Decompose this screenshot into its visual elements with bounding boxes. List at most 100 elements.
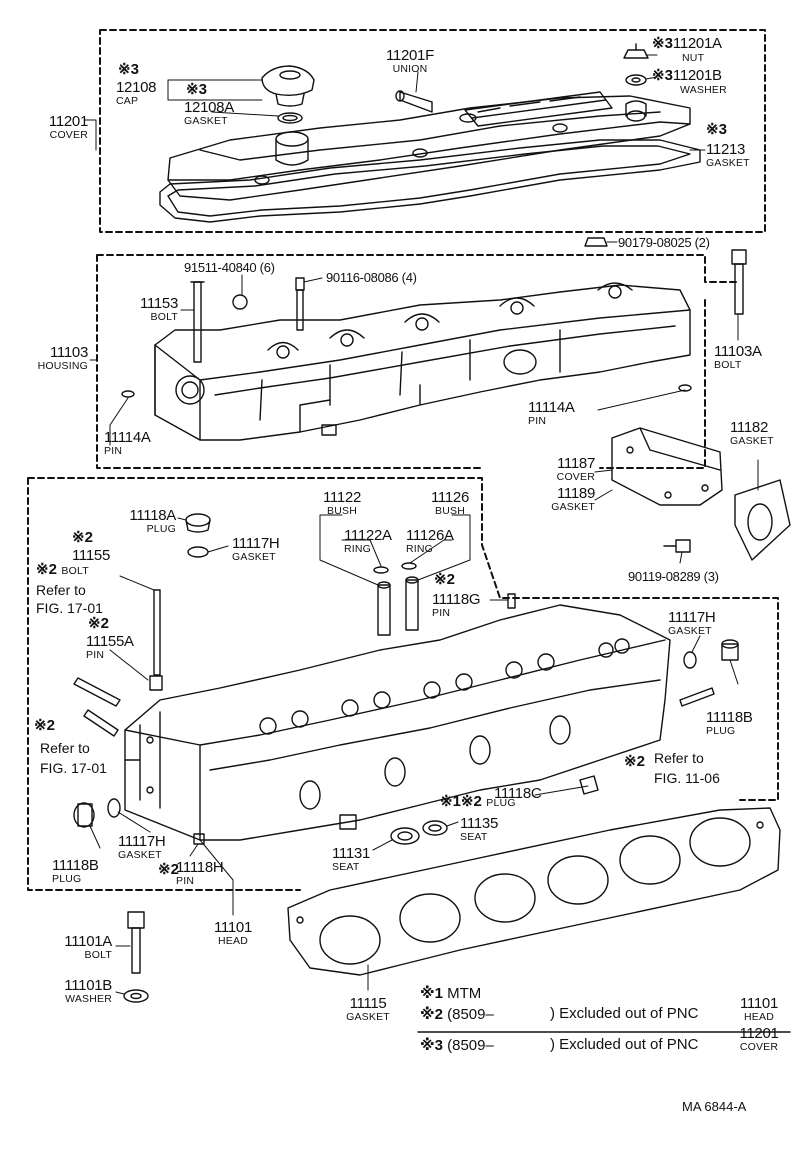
label-91511: 91511-40840 (6)	[184, 260, 275, 275]
head-group-outline	[27, 477, 779, 891]
label-11155A: 11155A PIN	[86, 633, 134, 661]
plug-11118A	[185, 513, 211, 533]
cap-gasket	[277, 112, 303, 124]
label-11126A: 11126A RING	[406, 527, 454, 555]
pin-11114A-right	[678, 384, 692, 392]
label-11118B-left: 11118B PLUG	[52, 857, 99, 885]
label-11118G-mark: ※2	[434, 571, 455, 588]
ref-fig1106: Refer to FIG. 11-06	[654, 750, 720, 786]
cover-group-outline	[99, 29, 766, 233]
note-3: ※3 (8509–	[420, 1037, 494, 1054]
label-11118H-mark: ※2	[158, 861, 179, 878]
note-2: ※2 (8509–	[420, 1006, 494, 1023]
label-90116: 90116-08086 (4)	[326, 270, 417, 285]
label-11118B-right: 11118B PLUG	[706, 709, 753, 737]
gasket-11117H-top	[187, 546, 209, 558]
note-1: ※1 MTM	[420, 985, 482, 1002]
housing-nut-90179	[584, 237, 608, 247]
note-2-tail: ) Excluded out of PNC	[550, 1005, 699, 1022]
bolt-90119	[663, 539, 691, 553]
gasket-11117H-right	[683, 651, 697, 669]
label-11155-bolt: ※2 BOLT	[36, 561, 89, 578]
label-11201A: ※311201A NUT	[652, 35, 722, 64]
head-bolt-11101A	[127, 911, 145, 974]
housing-bolt-11103A	[731, 249, 747, 315]
label-11114A-right: 11114A PIN	[528, 399, 575, 427]
label-11135: 11135 SEAT	[460, 815, 498, 843]
oil-filler-cap	[261, 65, 315, 107]
label-11126: 11126 BUSH	[431, 489, 469, 517]
label-12108-mark: ※3	[118, 61, 139, 78]
ring-11126A	[401, 562, 417, 570]
seat-11135	[422, 820, 448, 836]
label-11118H: 11118H PIN	[176, 859, 224, 887]
label-11117H-top: 11117H GASKET	[232, 535, 280, 563]
label-11101: 11101 HEAD	[214, 919, 252, 947]
ring-11122A	[373, 566, 389, 574]
label-11155: 11155	[72, 547, 110, 564]
housing-bolt-11153	[190, 281, 205, 363]
label-11131: 11131 SEAT	[332, 845, 370, 873]
bolt-11155	[153, 589, 161, 676]
label-11118C-marks: ※1※2 PLUG	[440, 793, 516, 810]
pin-11118G	[507, 593, 516, 609]
label-11201: 11201 COVER	[48, 113, 88, 141]
bush-11122	[377, 581, 391, 636]
label-11201B: ※311201B WASHER	[652, 67, 727, 96]
ref-fig1701-lower: Refer to FIG. 17-01	[40, 740, 107, 776]
label-11117H-left: 11117H GASKET	[118, 833, 166, 861]
label-11122: 11122 BUSH	[323, 489, 361, 517]
cylinder-head-cover	[159, 90, 701, 223]
note-2-pnc: 11101 HEAD	[740, 995, 778, 1023]
diagram-code: MA 6844-A	[682, 1099, 747, 1114]
gasket-11117H-left	[107, 798, 121, 818]
note-3-pnc: 11201 COVER	[739, 1025, 779, 1053]
label-11117H-right: 11117H GASKET	[668, 609, 716, 637]
label-11153: 11153 BOLT	[140, 295, 178, 323]
stud-right	[679, 687, 715, 707]
label-12108A: 12108A GASKET	[184, 99, 234, 127]
seat-11131	[390, 827, 420, 845]
stud-left-lower	[83, 709, 119, 737]
leader-lines	[83, 54, 759, 995]
label-11187: 11187 COVER	[556, 455, 596, 483]
plug-11118B-right	[721, 639, 739, 661]
label-11213-mark: ※3	[706, 121, 727, 138]
note-3-tail: ) Excluded out of PNC	[550, 1036, 699, 1053]
label-11118C: 11118C	[494, 785, 542, 802]
ref-fig1701-upper: Refer to FIG. 17-01	[36, 582, 103, 616]
label-11103: 11103 HOUSING	[37, 344, 89, 372]
label-11118G: 11118G PIN	[432, 591, 481, 619]
label-11101A: 11101A BOLT	[64, 933, 112, 961]
rear-cover-11187	[611, 427, 723, 506]
marker-b	[232, 294, 248, 310]
label-90119: 90119-08289 (3)	[628, 569, 719, 584]
stud-left-upper	[73, 677, 121, 707]
camshaft-housing	[154, 282, 691, 441]
label-11155-mark: ※2	[72, 529, 93, 546]
pin-11155A	[149, 675, 163, 691]
gasket-11182	[734, 479, 791, 561]
label-11155A-mark: ※2	[88, 615, 109, 632]
pin-11118H	[193, 833, 205, 845]
head-gasket-11115	[287, 807, 781, 976]
label-11103A: 11103A BOLT	[714, 343, 762, 371]
label-11201F: 11201F UNION	[386, 47, 434, 75]
label-11114A-left: 11114A PIN	[104, 429, 151, 457]
label-11115: 11115 GASKET	[346, 995, 390, 1023]
label-stud-mark-left: ※2	[34, 717, 55, 734]
label-11182: 11182 GASKET	[730, 419, 774, 447]
head-washer-11101B	[123, 989, 149, 1003]
housing-group-outline	[96, 254, 741, 469]
label-90179: 90179-08025 (2)	[618, 235, 710, 250]
cylinder-head	[124, 604, 671, 841]
plug-11118B-left	[73, 802, 95, 828]
plug-11118C	[579, 775, 599, 795]
housing-bolt-90116	[295, 277, 305, 331]
label-11213: 11213 GASKET	[706, 141, 750, 169]
label-12108A-mark: ※3	[186, 81, 207, 98]
bush-11126	[405, 576, 419, 631]
label-11118A: 11118A PLUG	[129, 507, 176, 535]
label-12108: 12108 CAP	[116, 79, 157, 107]
